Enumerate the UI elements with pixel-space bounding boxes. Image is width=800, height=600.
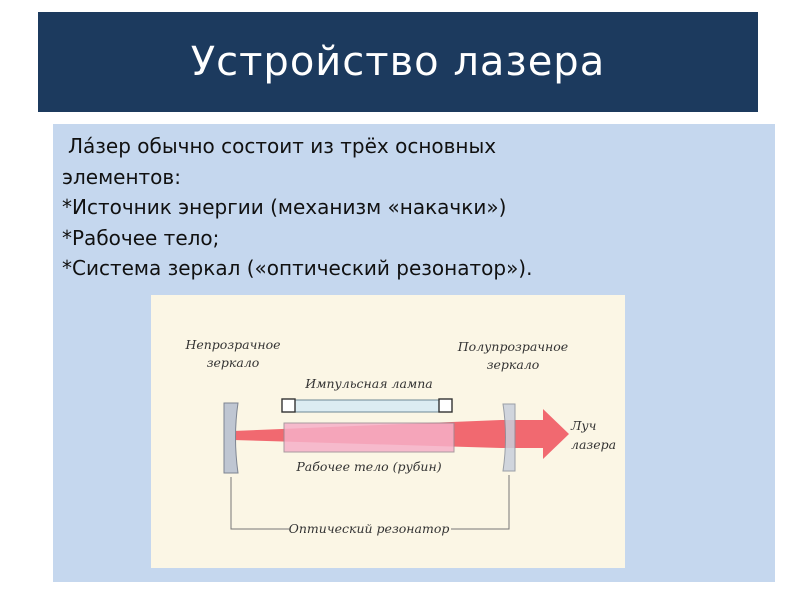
beam-label-line2: лазера bbox=[571, 437, 616, 452]
resonator-label: Оптический резонатор bbox=[289, 521, 450, 536]
body-line-1: Ла́зер обычно состоит из трёх основных bbox=[68, 134, 497, 158]
medium-label: Рабочее тело (рубин) bbox=[295, 459, 441, 474]
resonator-bracket-right bbox=[451, 475, 510, 530]
body-line-3: *Источник энергии (механизм «накачки») bbox=[62, 195, 507, 219]
resonator-bracket-left bbox=[230, 477, 289, 530]
semi-mirror-label-line1: Полупрозрачное bbox=[457, 339, 568, 354]
semi-transparent-mirror bbox=[502, 403, 516, 472]
semi-mirror-label-line2: зеркало bbox=[487, 357, 540, 372]
title-bar: Устройство лазера bbox=[38, 12, 758, 112]
lamp-left-end bbox=[281, 398, 296, 413]
body-line-5: *Система зеркал («оптический резонатор»)… bbox=[62, 256, 533, 280]
body-line-2: элементов: bbox=[62, 164, 181, 189]
beam-label-line1: Луч bbox=[570, 418, 596, 433]
lamp-right-end bbox=[438, 398, 453, 413]
opaque-mirror bbox=[223, 402, 239, 474]
laser-diagram: Непрозрачное зеркало Полупрозрачное зерк… bbox=[151, 295, 625, 568]
body-line-4: *Рабочее тело; bbox=[62, 225, 220, 250]
opaque-mirror-label-line1: Непрозрачное bbox=[184, 337, 280, 352]
flash-lamp bbox=[288, 399, 448, 413]
ruby-rod bbox=[283, 422, 455, 453]
laser-diagram-svg: Непрозрачное зеркало Полупрозрачное зерк… bbox=[184, 337, 616, 536]
slide-body: Ла́зер обычно состоит из трёх основных э… bbox=[62, 131, 762, 284]
opaque-mirror-label-line2: зеркало bbox=[207, 355, 260, 370]
slide-title: Устройство лазера bbox=[190, 39, 606, 85]
lamp-label: Импульсная лампа bbox=[304, 376, 433, 391]
